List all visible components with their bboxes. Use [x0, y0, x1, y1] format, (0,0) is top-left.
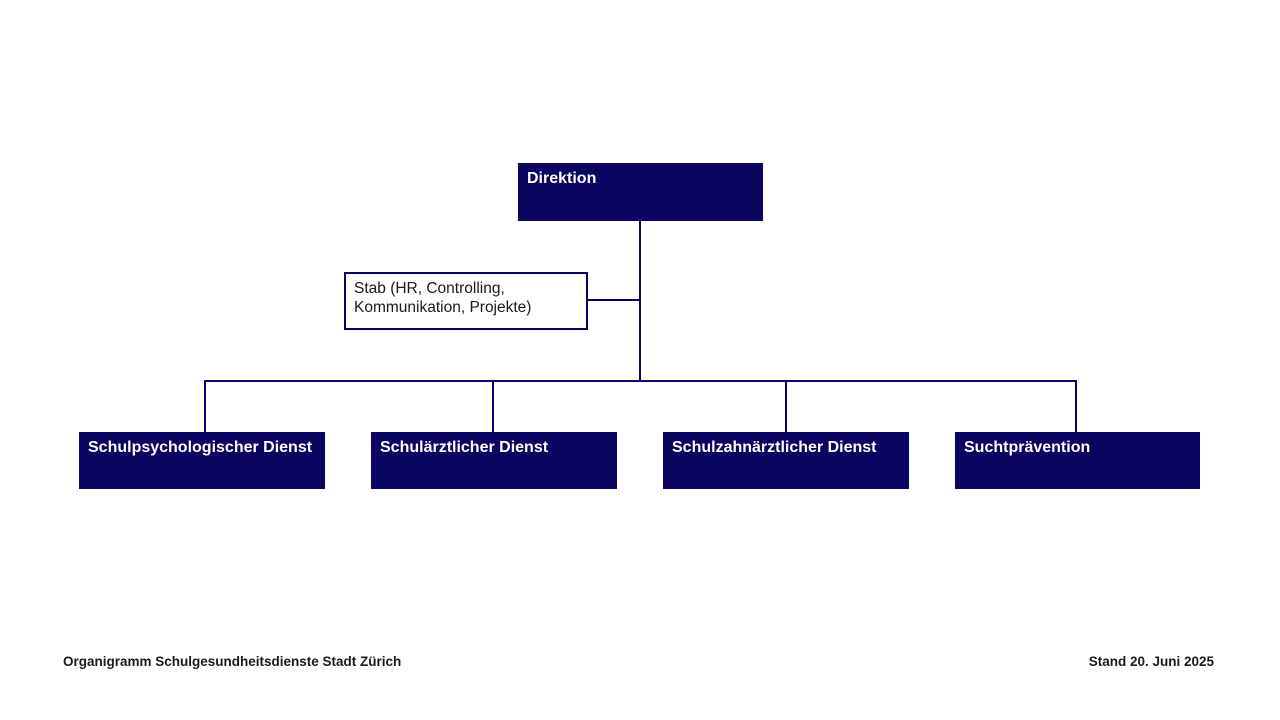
org-box-schulpsychologischer-dienst: Schulpsychologischer Dienst [79, 432, 325, 489]
footer-date: Stand 20. Juni 2025 [1088, 654, 1214, 669]
connector-drop-3 [785, 380, 787, 433]
org-box-schulaerztlicher-dienst-label: Schulärztlicher Dienst [380, 439, 549, 456]
connector-stab-stub [588, 299, 640, 301]
org-box-schulzahnaerztlicher-dienst-label: Schulzahnärztlicher Dienst [672, 439, 877, 456]
org-box-direktion: Direktion [518, 163, 763, 221]
org-box-stab-label: Stab (HR, Controlling, Kommunikation, Pr… [354, 280, 532, 317]
org-box-direktion-label: Direktion [527, 170, 597, 187]
connector-drop-2 [492, 380, 494, 433]
connector-drop-1 [204, 380, 206, 433]
org-box-schulpsychologischer-dienst-label: Schulpsychologischer Dienst [88, 439, 313, 456]
org-box-schulaerztlicher-dienst: Schulärztlicher Dienst [371, 432, 617, 489]
org-box-stab: Stab (HR, Controlling, Kommunikation, Pr… [344, 272, 588, 330]
org-box-suchtpraevention-label: Suchtprävention [964, 439, 1091, 456]
org-box-suchtpraevention: Suchtprävention [955, 432, 1200, 489]
connector-root-vertical [639, 221, 641, 381]
connector-horizontal-bus [204, 380, 1077, 382]
footer-title: Organigramm Schulgesundheitsdienste Stad… [63, 654, 402, 669]
org-box-schulzahnaerztlicher-dienst: Schulzahnärztlicher Dienst [663, 432, 909, 489]
connector-drop-4 [1075, 380, 1077, 433]
